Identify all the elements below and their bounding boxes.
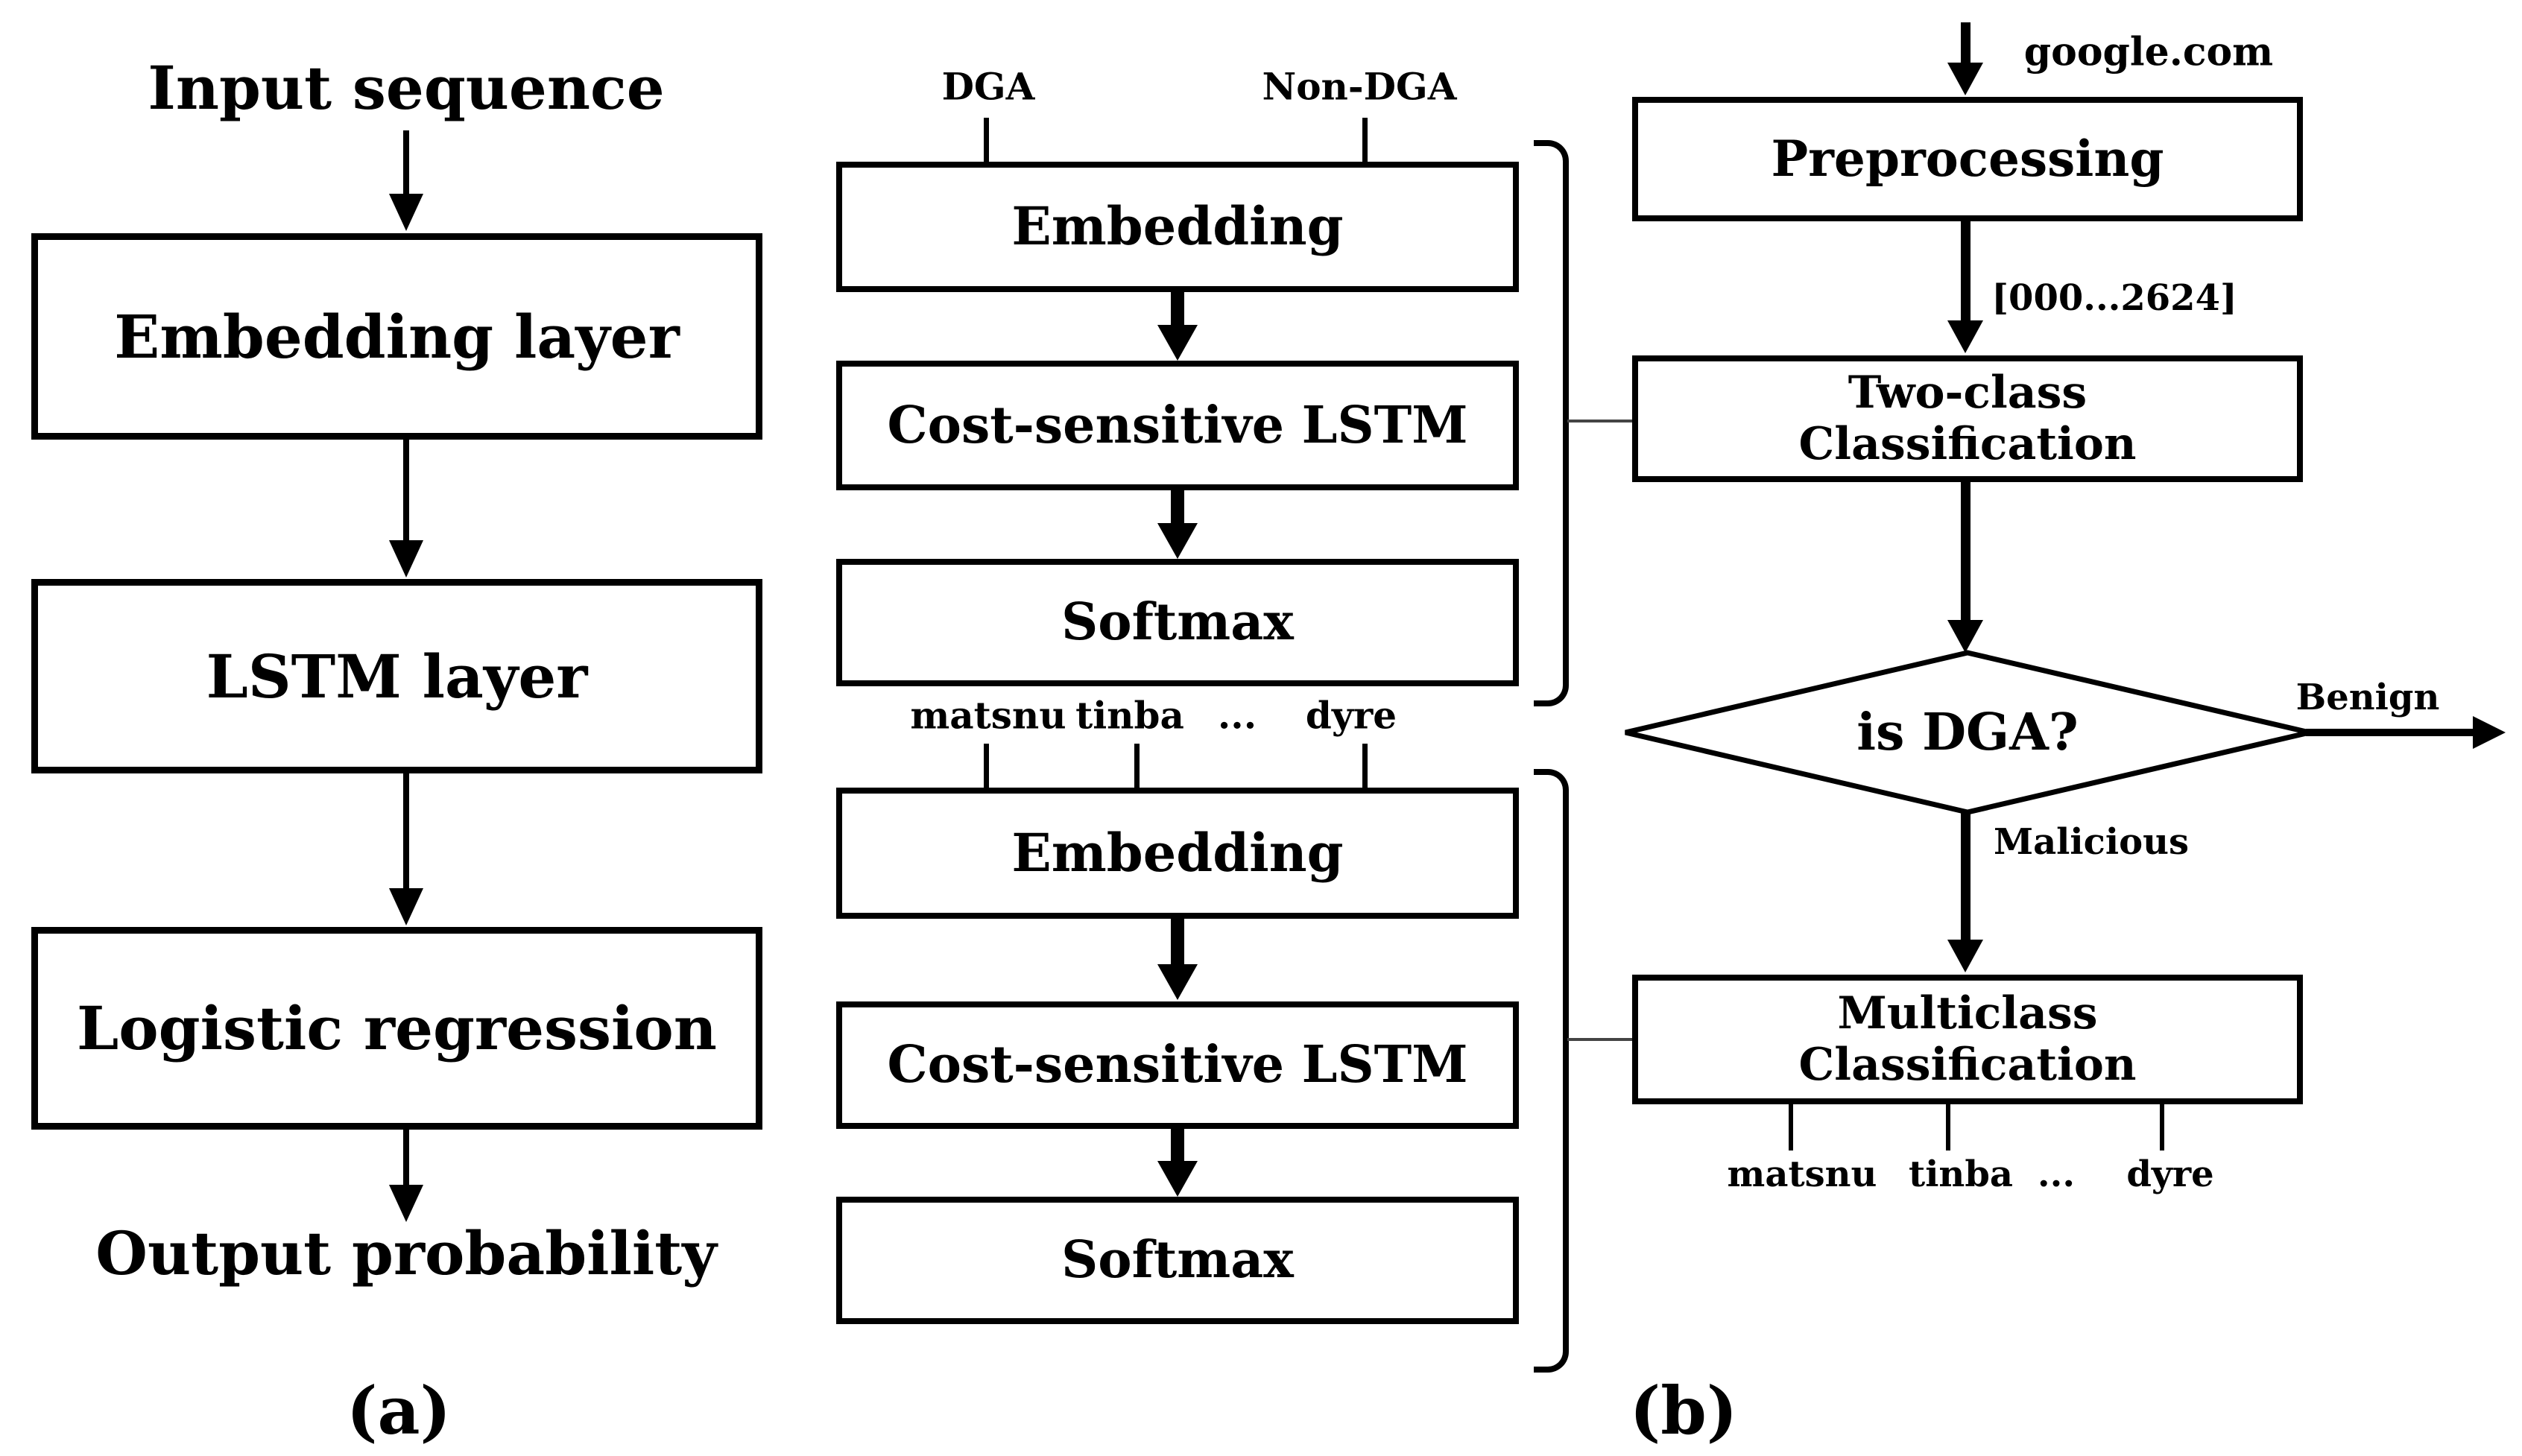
softmax-multiclass-label: Softmax <box>1061 1230 1294 1291</box>
arrowhead-down-icon <box>1947 620 1983 653</box>
class-tick-non-dga <box>1362 118 1368 162</box>
dyre-class-label: dyre <box>1305 693 1397 738</box>
two-class-classification-box: Two-class Classification <box>1632 355 2303 482</box>
arrowhead-down-icon <box>389 540 423 577</box>
two-class-line2: Classification <box>1798 418 2137 470</box>
is-dga-decision-label: is DGA? <box>1856 703 2079 762</box>
embedding-binary-label: Embedding <box>1011 195 1344 258</box>
arrowhead-down-icon <box>389 888 423 925</box>
bracket-connector-two-class <box>1567 420 1632 422</box>
benign-label: Benign <box>2295 677 2440 718</box>
arrowhead-down-icon <box>1157 325 1198 361</box>
cost-sensitive-lstm-box-multiclass: Cost-sensitive LSTM <box>836 1001 1519 1129</box>
arrow-shaft <box>1961 811 1970 940</box>
multiclass-classification-box: Multiclass Classification <box>1632 975 2303 1104</box>
arrow-shaft <box>403 773 409 888</box>
arrowhead-down-icon <box>1157 1161 1198 1197</box>
arrow-shaft <box>1171 1129 1184 1161</box>
arrow-shaft <box>1171 490 1184 523</box>
embedding-multiclass-label: Embedding <box>1011 821 1344 884</box>
lstm-layer-box: LSTM layer <box>31 579 762 773</box>
preprocessing-box: Preprocessing <box>1632 97 2303 221</box>
multiclass-pipeline-bracket <box>1534 769 1569 1373</box>
softmax-binary-label: Softmax <box>1061 592 1294 653</box>
non-dga-class-label: Non-DGA <box>1262 64 1457 109</box>
arrowhead-down-icon <box>1947 320 1983 353</box>
output-class-tick-matsnu <box>1789 1104 1793 1150</box>
arrow-shaft <box>1961 221 1970 320</box>
arrowhead-down-icon <box>1157 523 1198 559</box>
two-class-line1: Two-class <box>1848 367 2088 419</box>
multiclass-line1: Multiclass <box>1837 987 2098 1039</box>
class-tick-dga <box>984 118 989 162</box>
input-sequence-label: Input sequence <box>148 53 665 123</box>
arrowhead-down-icon <box>389 194 423 231</box>
output-class-tick-dyre <box>2160 1104 2164 1150</box>
embedding-layer-label: Embedding layer <box>114 301 680 372</box>
arrow-shaft <box>1171 292 1184 325</box>
matsnu-class-label: matsnu <box>910 693 1066 738</box>
malicious-label: Malicious <box>1993 821 2190 863</box>
arrow-shaft <box>2306 729 2474 736</box>
embedding-layer-box: Embedding layer <box>31 233 762 440</box>
cost-sensitive-lstm-box-binary: Cost-sensitive LSTM <box>836 361 1519 490</box>
output-class-label-tinba: tinba <box>1909 1153 2013 1195</box>
output-class-tick-tinba <box>1946 1104 1950 1150</box>
preprocessing-label: Preprocessing <box>1771 129 2164 188</box>
output-class-label-ellipsis: ... <box>2037 1153 2076 1195</box>
lstm-layer-label: LSTM layer <box>206 641 588 712</box>
logistic-regression-box: Logistic regression <box>31 927 762 1130</box>
class-tick-matsnu <box>984 744 989 788</box>
binary-pipeline-bracket <box>1534 140 1569 706</box>
arrowhead-down-icon <box>1947 63 1983 95</box>
softmax-box-multiclass: Softmax <box>836 1197 1519 1324</box>
arrow-shaft <box>403 130 409 194</box>
arrow-shaft <box>403 440 409 540</box>
output-class-label-matsnu: matsnu <box>1727 1153 1877 1195</box>
dga-class-label: DGA <box>941 64 1035 109</box>
input-domain-label: google.com <box>2023 29 2274 75</box>
arrowhead-down-icon <box>1157 964 1198 1000</box>
arrowhead-down-icon <box>1947 940 1983 972</box>
panel-b-caption: (b) <box>1629 1372 1738 1449</box>
ellipsis-class-label: ... <box>1217 693 1257 738</box>
embedding-box-binary: Embedding <box>836 162 1519 292</box>
class-tick-dyre <box>1362 744 1368 788</box>
arrowhead-down-icon <box>389 1185 423 1222</box>
encoded-vector-label: [000...2624] <box>1991 277 2237 319</box>
arrowhead-right-icon <box>2473 716 2506 749</box>
arrow-shaft <box>1171 919 1184 964</box>
cost-sensitive-lstm-multiclass-label: Cost-sensitive LSTM <box>887 1035 1468 1095</box>
class-tick-tinba <box>1134 744 1140 788</box>
bracket-connector-multiclass <box>1567 1038 1632 1041</box>
cost-sensitive-lstm-binary-label: Cost-sensitive LSTM <box>887 395 1468 455</box>
arrow-shaft <box>403 1130 409 1185</box>
logistic-regression-label: Logistic regression <box>77 993 717 1063</box>
output-class-label-dyre: dyre <box>2126 1153 2214 1195</box>
output-probability-label: Output probability <box>95 1218 717 1288</box>
tinba-class-label: tinba <box>1075 693 1184 738</box>
multiclass-line2: Classification <box>1798 1039 2137 1091</box>
arrow-shaft <box>1961 22 1970 63</box>
softmax-box-binary: Softmax <box>836 559 1519 686</box>
embedding-box-multiclass: Embedding <box>836 788 1519 919</box>
arrow-shaft <box>1961 482 1970 620</box>
panel-a-caption: (a) <box>346 1372 452 1449</box>
